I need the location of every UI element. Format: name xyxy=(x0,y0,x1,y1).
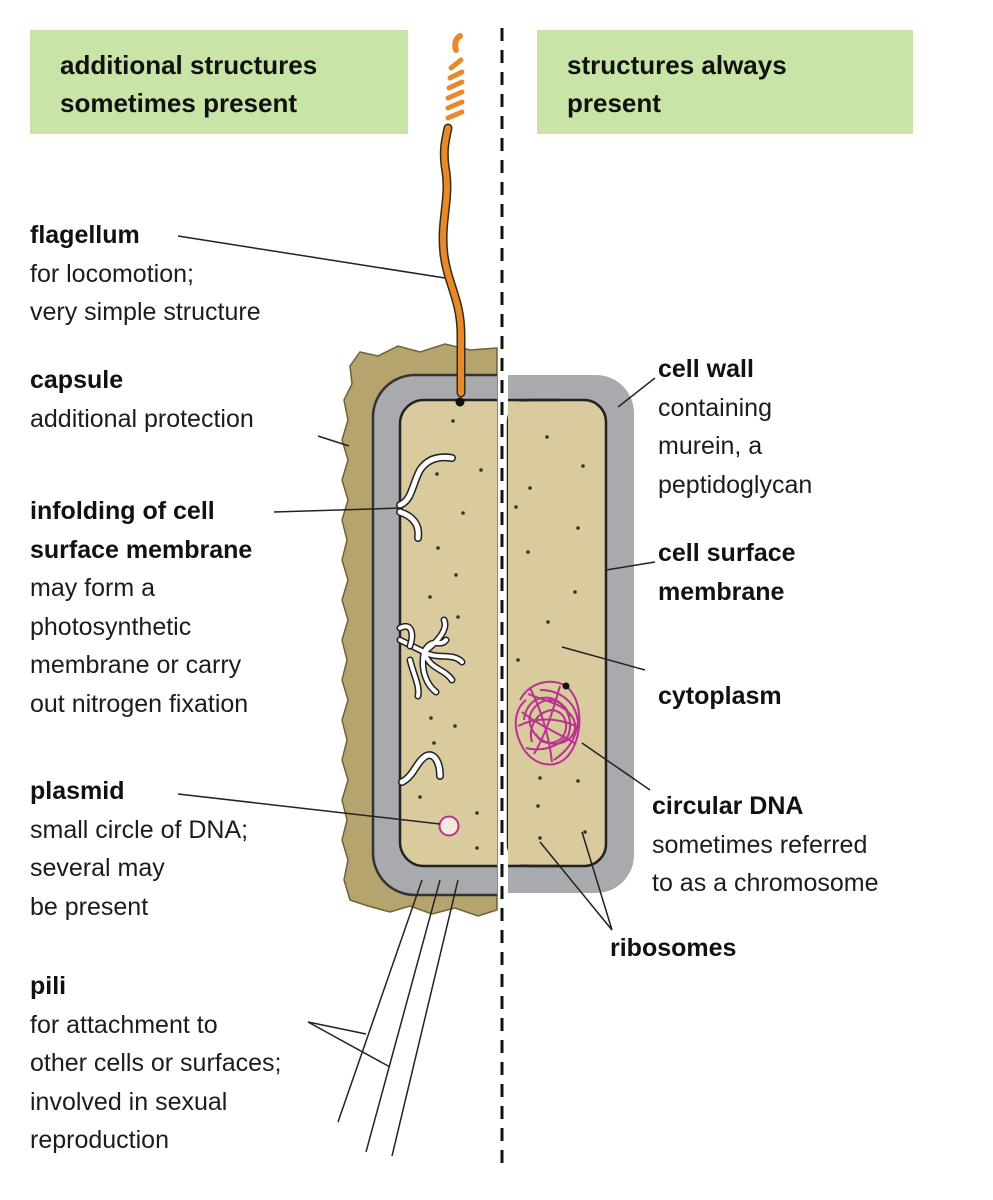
label-capsule: capsule additional protection xyxy=(30,361,254,438)
plasmid-title: plasmid xyxy=(30,777,125,805)
circular-dna-title: circular DNA xyxy=(652,792,804,820)
label-cytoplasm: cytoplasm xyxy=(658,677,782,716)
cell-wall-desc-3: peptidoglycan xyxy=(658,470,813,499)
plasmid-desc-3: be present xyxy=(30,892,149,921)
flagellum-title: flagellum xyxy=(30,221,140,249)
pili-desc-3: involved in sexual xyxy=(30,1087,228,1116)
header-left-line1: additional structures xyxy=(60,50,318,80)
infolding-title-2: surface membrane xyxy=(30,535,253,564)
infolding-desc-3: membrane or carry xyxy=(30,651,242,679)
plasmid-desc-2: several may xyxy=(30,854,165,882)
infolding-title-1: infolding of cell xyxy=(30,497,215,525)
plasmid-desc-1: small circle of DNA; xyxy=(30,815,249,844)
cell-surface-membrane-title-1: cell surface xyxy=(658,539,796,567)
plasmid-ring xyxy=(438,815,460,837)
label-cell-surface-membrane: cell surface membrane xyxy=(658,534,796,611)
label-cell-wall: cell wall containing murein, a peptidogl… xyxy=(658,350,812,504)
membrane-infoldings xyxy=(396,453,466,786)
capsule-title: capsule xyxy=(30,366,124,394)
header-right-line2: present xyxy=(567,88,661,118)
pili-title: pili xyxy=(30,972,67,1000)
header-right-line1: structures always xyxy=(567,50,787,80)
header-left-line2: sometimes present xyxy=(60,88,297,118)
cytoplasm-right-square xyxy=(508,401,548,865)
cell-wall-desc-2: murein, a xyxy=(658,432,763,460)
ribosomes-title: ribosomes xyxy=(610,934,737,962)
cytoplasm-title: cytoplasm xyxy=(658,682,782,710)
leader-lines xyxy=(177,235,656,1157)
cell-surface-membrane-title-2: membrane xyxy=(658,577,785,606)
cell-wall-desc-1: containing xyxy=(658,393,772,422)
circular-dna xyxy=(514,680,581,766)
circular-dna-desc-2: to as a chromosome xyxy=(652,869,879,897)
infolding-desc-4: out nitrogen fixation xyxy=(30,689,249,718)
flagellum-desc-1: for locomotion; xyxy=(30,259,194,288)
flagellum xyxy=(438,33,466,407)
infolding-desc-2: photosynthetic xyxy=(30,612,192,641)
pili-desc-1: for attachment to xyxy=(30,1010,218,1039)
pili-desc-2: other cells or surfaces; xyxy=(30,1049,282,1077)
cytoplasm-left xyxy=(398,398,497,868)
label-ribosomes: ribosomes xyxy=(610,929,736,968)
capsule-desc-1: additional protection xyxy=(30,404,254,433)
label-flagellum: flagellum for locomotion; very simple st… xyxy=(30,216,261,332)
pili-desc-4: reproduction xyxy=(30,1126,169,1154)
circular-dna-desc-1: sometimes referred xyxy=(652,830,868,859)
cell-wall-title: cell wall xyxy=(658,355,754,383)
label-infolding: infolding of cell surface membrane may f… xyxy=(30,492,252,723)
header-sometimes-present: additional structures sometimes present xyxy=(30,30,408,134)
label-plasmid: plasmid small circle of DNA; several may… xyxy=(30,772,248,926)
header-always-present: structures always present xyxy=(537,30,913,134)
flagellum-desc-2: very simple structure xyxy=(30,298,261,326)
label-pili: pili for attachment to other cells or su… xyxy=(30,967,282,1160)
label-circular-dna: circular DNA sometimes referred to as a … xyxy=(652,787,879,903)
ribosome-dots xyxy=(418,419,587,850)
infolding-desc-1: may form a xyxy=(30,574,156,602)
